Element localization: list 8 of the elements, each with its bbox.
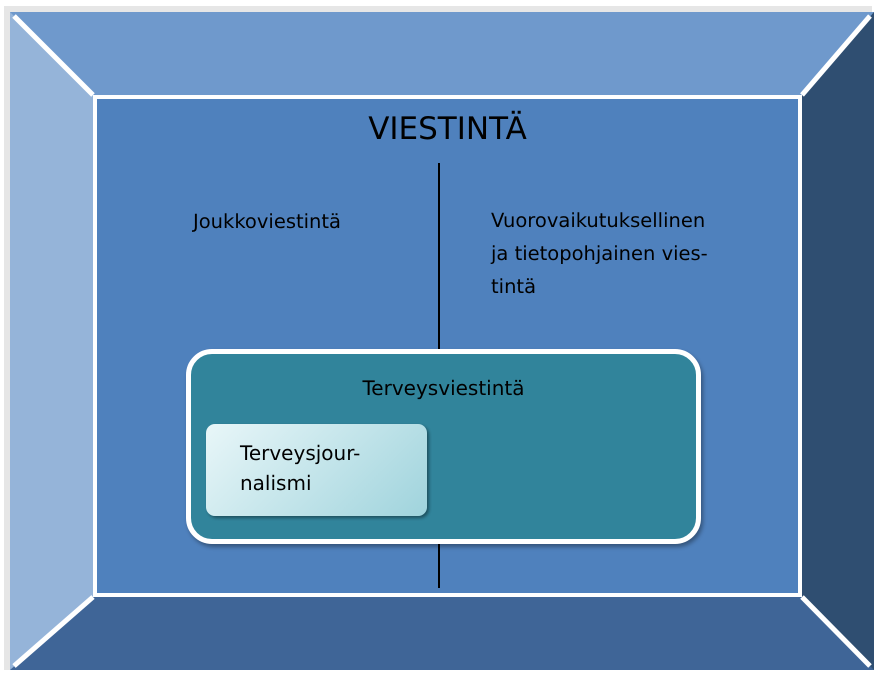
sub-box [206,424,427,516]
title-text: VIESTINTÄ [367,111,528,147]
box-text: Terveysjour-nalismi [240,440,362,497]
column-heading: Joukkoviestintä [193,209,342,235]
group-title: Terveysviestintä [361,376,526,400]
column-heading: Vuorovaikutuksellinen ja tietopohjainen vies-tintä [491,208,709,300]
panel [93,95,802,597]
group-box [186,349,701,544]
